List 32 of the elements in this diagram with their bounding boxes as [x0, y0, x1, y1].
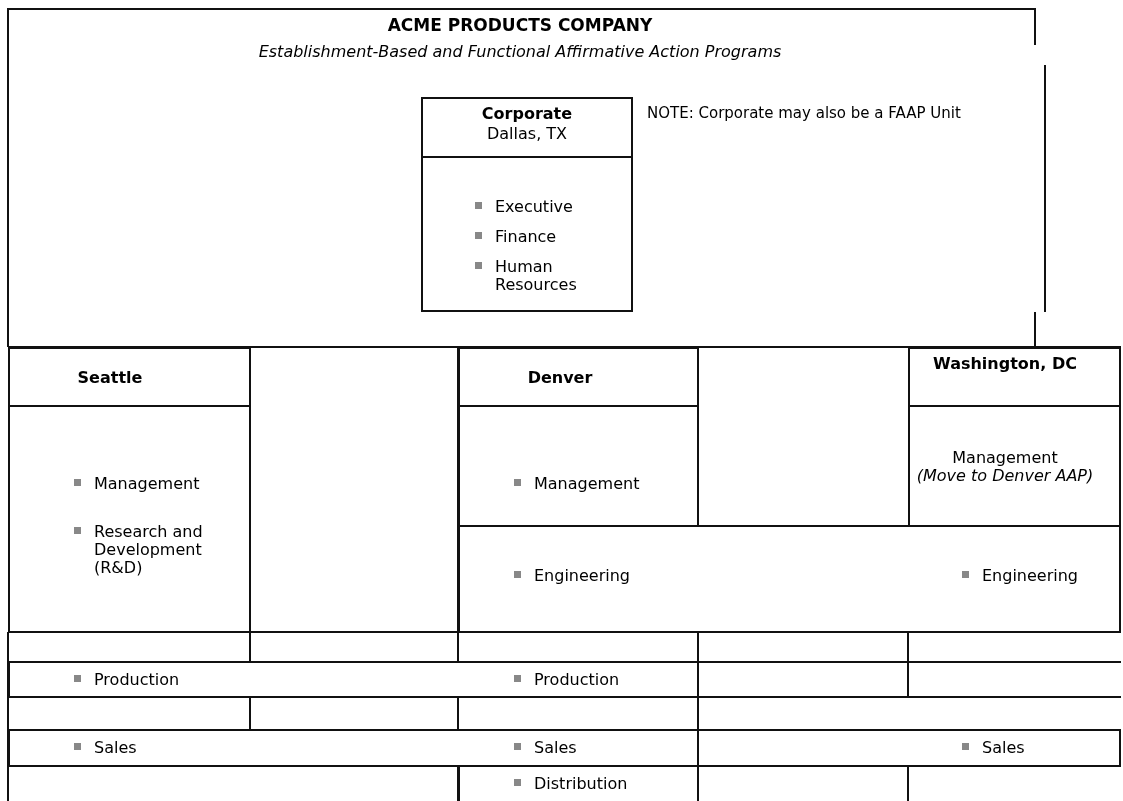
list-item: Executive	[473, 198, 635, 216]
list-item: Sales	[512, 739, 704, 757]
diagram-title: ACME PRODUCTS COMPANY	[386, 16, 654, 34]
table-cell-box	[8, 729, 1121, 767]
table-cell-box	[8, 347, 251, 407]
column-heading: Denver	[526, 369, 594, 387]
list-item: Sales	[960, 739, 1123, 757]
column-heading: Seattle	[76, 369, 144, 387]
list-item: Research and Development (R&D)	[72, 523, 239, 577]
table-cell-box	[421, 156, 633, 312]
list-item: Management	[72, 475, 239, 493]
list-item: Production	[72, 671, 264, 689]
list-item: Sales	[72, 739, 264, 757]
list-item: Engineering	[960, 567, 1123, 585]
table-cell-box	[421, 97, 633, 158]
list-item: Management	[512, 475, 704, 493]
table-cell-box	[908, 405, 1121, 527]
list-item: Engineering	[512, 567, 704, 585]
diagram-subtitle: Establishment-Based and Functional Affirmative Action Programs	[257, 43, 783, 61]
list-item: Finance	[473, 228, 635, 246]
table-cell-box	[908, 347, 1121, 407]
cell-text: Dallas, TX	[485, 125, 569, 143]
table-cell-box	[458, 525, 1121, 633]
note-text: NOTE: Corporate may also be a FAAP Unit	[647, 104, 962, 122]
list-item: Distribution	[512, 775, 704, 793]
cell-text: (Move to Denver AAP)	[915, 467, 1095, 485]
column-heading: Washington, DC	[932, 355, 1078, 373]
cell-text: Management	[951, 449, 1059, 467]
table-cell-box	[458, 347, 699, 407]
list-item: Production	[512, 671, 704, 689]
column-heading: Corporate	[480, 105, 574, 123]
list-item: Human Resources	[473, 258, 635, 294]
